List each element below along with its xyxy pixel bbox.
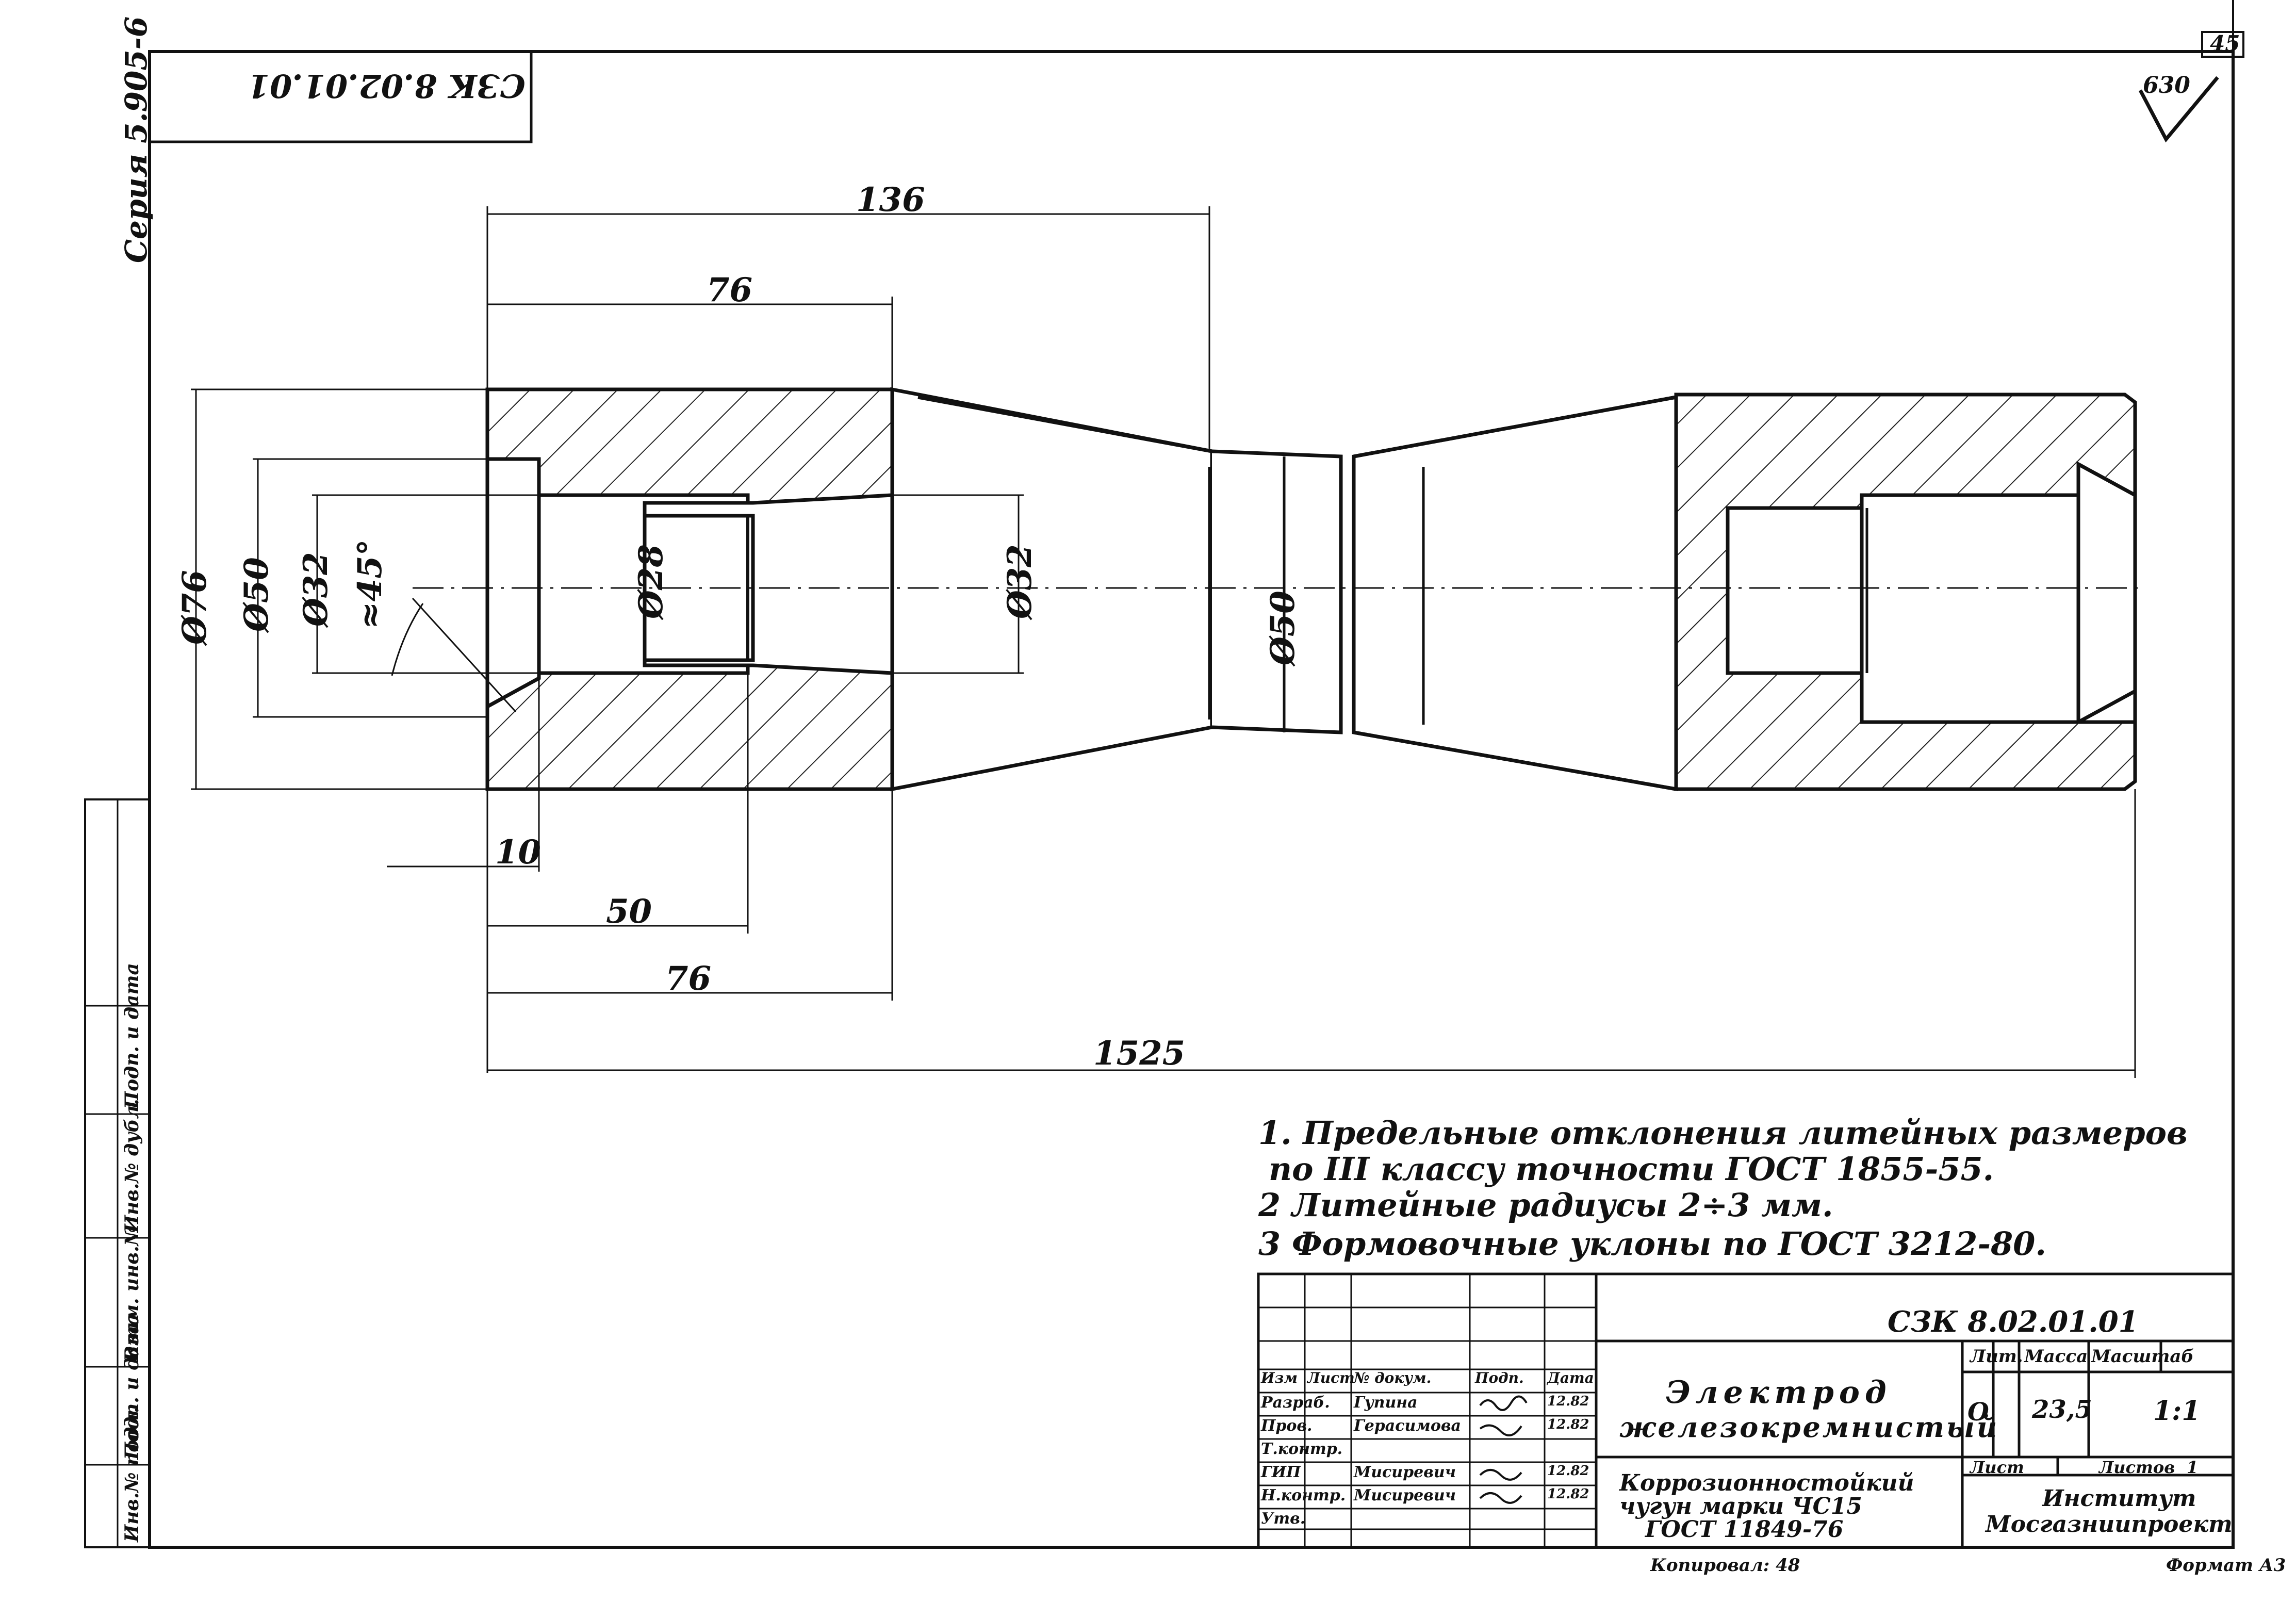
tb-row-name: Гупина: [1354, 1394, 1418, 1412]
electrode-part: [485, 387, 2137, 792]
dim-10: 10: [495, 833, 542, 872]
dim-76-top: 76: [707, 271, 753, 309]
tb-sheet-label: Лист: [1970, 1458, 2024, 1477]
tb-header-scale: Масштаб: [2091, 1346, 2194, 1367]
dim-1525: 1525: [1093, 1034, 1186, 1073]
note-1: 1. Предельные отклонения литейных размер…: [1258, 1114, 2188, 1152]
tb-org-1: Институт: [2042, 1485, 2196, 1512]
dim-76-bottom: 76: [665, 959, 712, 998]
tb-mass-value: 23,5: [2032, 1395, 2092, 1424]
title-block-left-grid: [1258, 1274, 1596, 1547]
tb-head-list: Лист: [1307, 1369, 1355, 1386]
tb-row-name: Мисиревич: [1354, 1463, 1456, 1481]
sheet-frame: [84, 0, 2244, 1549]
tb-row-date: 12.82: [1547, 1463, 1589, 1479]
note-3: 3 Формовочные уклоны по ГОСТ 3212-80.: [1258, 1225, 2046, 1263]
tb-scale-value: 1:1: [2153, 1395, 2201, 1427]
tb-lit-value: О: [1967, 1398, 1989, 1427]
format-label: Формат А3: [2166, 1555, 2286, 1576]
tb-sheets-value: 1: [2187, 1458, 2199, 1477]
tb-row-role: Пров.: [1261, 1417, 1313, 1435]
tb-head-izm: Изм: [1261, 1369, 1298, 1386]
tb-row-role: Н.контр.: [1261, 1486, 1346, 1504]
tb-row-role: Утв.: [1261, 1510, 1306, 1528]
tb-head-date: Дата: [1547, 1369, 1594, 1386]
tb-part-name-1: Электрод: [1666, 1375, 1892, 1411]
tb-org-2: Мосгазниипроект: [1986, 1511, 2233, 1537]
dimension-lines: [191, 206, 2136, 1078]
note-2: 2 Литейные радиусы 2÷3 мм.: [1258, 1186, 1833, 1224]
tb-material-2: чугун марки ЧС15: [1619, 1493, 1862, 1519]
roughness-symbol: [2138, 76, 2219, 143]
tb-head-sign: Подп.: [1475, 1369, 1524, 1386]
tb-row-date: 12.82: [1547, 1486, 1589, 1502]
side-label: Подп. и дата: [121, 963, 143, 1109]
tb-row-role: Разраб.: [1261, 1394, 1330, 1412]
tb-material-1: Коррозионностойкий: [1619, 1470, 1914, 1496]
title-block-grid: [1257, 1272, 2235, 1549]
roughness-value: 630: [2143, 72, 2190, 99]
tb-head-doc: № докум.: [1354, 1369, 1432, 1386]
note-1-cont: по III классу точности ГОСТ 1855-55.: [1269, 1150, 1994, 1188]
tb-row-name: Мисиревич: [1354, 1486, 1456, 1504]
tb-sheets-label: Листов: [2099, 1458, 2175, 1477]
tb-row-role: Т.контр.: [1261, 1440, 1343, 1458]
tb-row-name: Герасимова: [1354, 1417, 1461, 1435]
sheet-number: 45: [2210, 31, 2240, 56]
tb-row-date: 12.82: [1547, 1394, 1589, 1409]
tb-row-date: 12.82: [1547, 1417, 1589, 1432]
tb-designation: СЗК 8.02.01.01: [1888, 1305, 2139, 1339]
tb-row-role: ГИП: [1261, 1463, 1301, 1481]
tb-header-mass: Масса: [2024, 1346, 2088, 1367]
dim-50: 50: [606, 892, 652, 931]
copied-label: Копировал: 48: [1650, 1555, 1800, 1576]
dim-136: 136: [856, 181, 925, 219]
tb-material-3: ГОСТ 11849-76: [1645, 1516, 1844, 1543]
tb-part-name-2: железокремнистый: [1619, 1411, 1999, 1444]
tb-header-lit: Лит.: [1970, 1346, 2023, 1367]
side-label: Инв.№ дубл.: [121, 1099, 143, 1233]
side-label: Взам. инв.№: [121, 1225, 143, 1362]
